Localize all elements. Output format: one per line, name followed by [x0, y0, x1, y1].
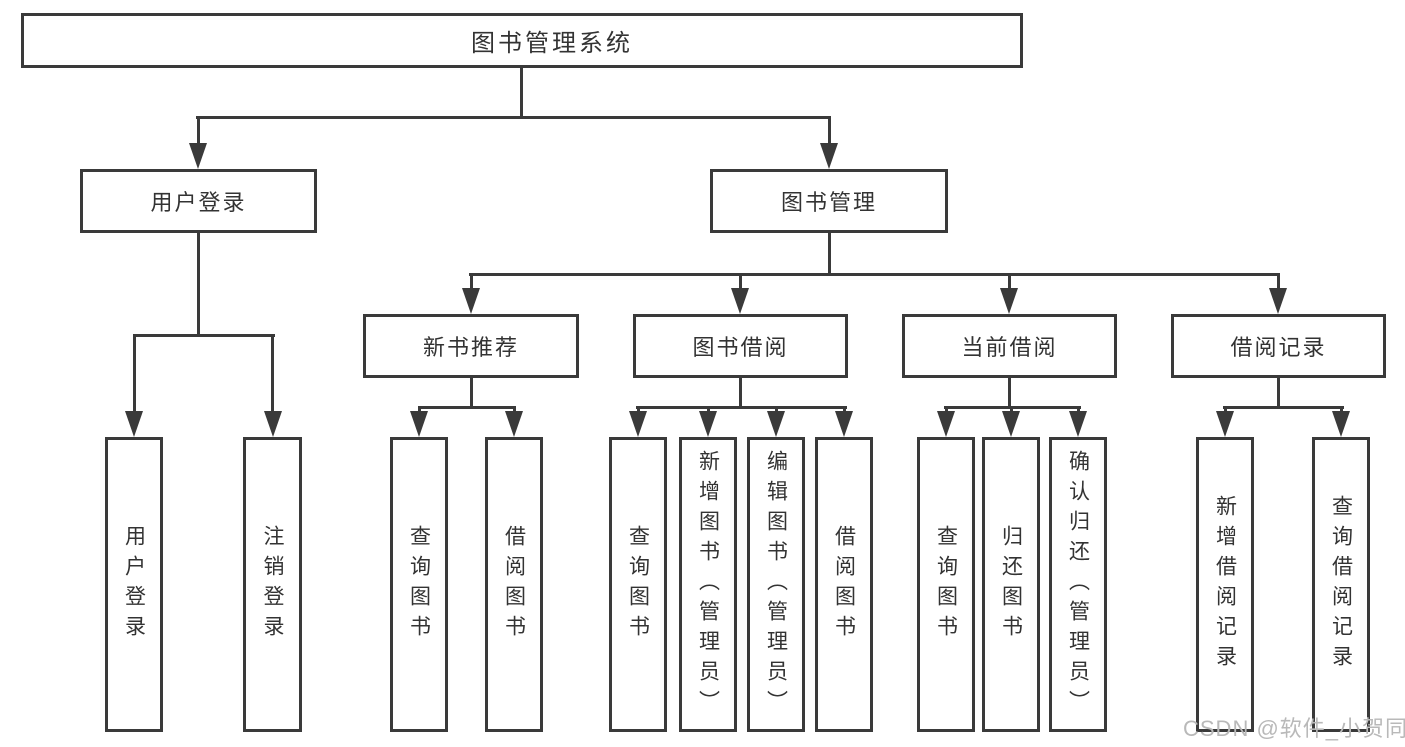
leaf-label: 查询图书: [626, 524, 650, 645]
leaf-label: 新增借阅记录: [1213, 494, 1237, 675]
leaf-borrow-books: 借阅图书: [815, 437, 873, 732]
leaf-logout: 注销登录: [243, 437, 302, 732]
connector-root-stem: [520, 68, 523, 117]
leaf-label: 编辑图书（管理员）: [764, 449, 788, 720]
leaf-add-borrow-record: 新增借阅记录: [1196, 437, 1254, 732]
leaf-label: 新增图书（管理员）: [696, 449, 720, 720]
connector-level2-fork: [196, 116, 831, 119]
connector-group-fork: [1223, 406, 1344, 409]
leaf-confirm-return-admin: 确认归还（管理员）: [1049, 437, 1107, 732]
arrow-down-icon: [731, 288, 749, 314]
csdn-watermark: CSDN @软件_小贺同学: [1183, 716, 1405, 741]
arrow-down-icon: [629, 411, 647, 437]
node-current-borrowing: 当前借阅: [902, 314, 1117, 378]
node-new-book-recommend: 新书推荐: [363, 314, 579, 378]
connector-leaf-drop: [133, 334, 136, 412]
connector-leaf-drop: [1077, 406, 1080, 412]
node-label: 图书借阅: [692, 335, 789, 360]
connector-leaf-drop: [1340, 406, 1343, 412]
arrow-down-icon: [1216, 411, 1234, 437]
connector-current-borrow-drop: [1008, 273, 1011, 289]
arrow-down-icon: [1269, 288, 1287, 314]
connector-group-stem: [1008, 378, 1011, 407]
connector-user-login-drop: [197, 116, 200, 144]
arrow-down-icon: [767, 411, 785, 437]
connector-group-fork: [418, 406, 516, 409]
connector-leaf-drop: [637, 406, 640, 412]
connector-user-login-stem: [197, 233, 200, 335]
connector-book-mgmt-stem: [828, 233, 831, 274]
leaf-label: 用户登录: [122, 524, 146, 645]
leaf-label: 查询图书: [934, 524, 958, 645]
connector-group-stem: [1277, 378, 1280, 407]
leaf-query-books: 查询图书: [390, 437, 448, 732]
leaf-label: 归还图书: [999, 524, 1023, 645]
arrow-down-icon: [410, 411, 428, 437]
connector-leaf-drop: [271, 334, 274, 412]
leaf-query-books: 查询图书: [917, 437, 975, 732]
leaf-label: 注销登录: [261, 524, 284, 645]
connector-leaf-drop: [513, 406, 516, 412]
leaf-add-books-admin: 新增图书（管理员）: [679, 437, 737, 732]
node-label: 用户登录: [150, 190, 247, 215]
node-borrow-records: 借阅记录: [1171, 314, 1386, 378]
leaf-user-login: 用户登录: [105, 437, 163, 732]
arrow-down-icon: [1000, 288, 1018, 314]
node-book-management: 图书管理: [710, 169, 948, 233]
connector-leaf-drop: [1224, 406, 1227, 412]
leaf-query-books: 查询图书: [609, 437, 667, 732]
node-root: 图书管理系统: [21, 13, 1023, 68]
leaf-label: 确认归还（管理员）: [1066, 449, 1090, 720]
arrow-down-icon: [189, 143, 207, 169]
connector-group-fork: [636, 406, 847, 409]
leaf-label: 查询借阅记录: [1329, 494, 1353, 675]
connector-borrow-records-drop: [1277, 273, 1280, 289]
connector-leaf-drop: [418, 406, 421, 412]
arrow-down-icon: [505, 411, 523, 437]
node-label: 当前借阅: [961, 335, 1058, 360]
connector-level3-fork: [469, 273, 1280, 276]
connector-group-stem: [470, 378, 473, 407]
node-user-login: 用户登录: [80, 169, 317, 233]
connector-leaf-drop: [945, 406, 948, 412]
arrow-down-icon: [699, 411, 717, 437]
arrow-down-icon: [1002, 411, 1020, 437]
connector-leaf-drop: [1010, 406, 1013, 412]
connector-user-login-fork: [133, 334, 275, 337]
arrow-down-icon: [264, 411, 282, 437]
connector-group-stem: [739, 378, 742, 407]
leaf-label: 借阅图书: [832, 524, 856, 645]
node-label: 图书管理系统: [471, 30, 633, 57]
node-label: 图书管理: [780, 190, 877, 215]
arrow-down-icon: [1069, 411, 1087, 437]
leaf-return-books: 归还图书: [982, 437, 1040, 732]
arrow-down-icon: [462, 288, 480, 314]
leaf-label: 查询图书: [407, 524, 431, 645]
connector-book-mgmt-drop: [828, 116, 831, 144]
connector-leaf-drop: [707, 406, 710, 412]
leaf-edit-books-admin: 编辑图书（管理员）: [747, 437, 805, 732]
arrow-down-icon: [835, 411, 853, 437]
connector-new-books-drop: [470, 273, 473, 289]
leaf-label: 借阅图书: [502, 524, 526, 645]
leaf-query-borrow-record: 查询借阅记录: [1312, 437, 1370, 732]
leaf-borrow-books: 借阅图书: [485, 437, 543, 732]
arrow-down-icon: [937, 411, 955, 437]
connector-leaf-drop: [843, 406, 846, 412]
arrow-down-icon: [820, 143, 838, 169]
connector-book-borrow-drop: [739, 273, 742, 289]
node-book-borrowing: 图书借阅: [633, 314, 848, 378]
node-label: 新书推荐: [422, 335, 519, 360]
node-label: 借阅记录: [1230, 335, 1327, 360]
arrow-down-icon: [125, 411, 143, 437]
arrow-down-icon: [1332, 411, 1350, 437]
connector-leaf-drop: [775, 406, 778, 412]
